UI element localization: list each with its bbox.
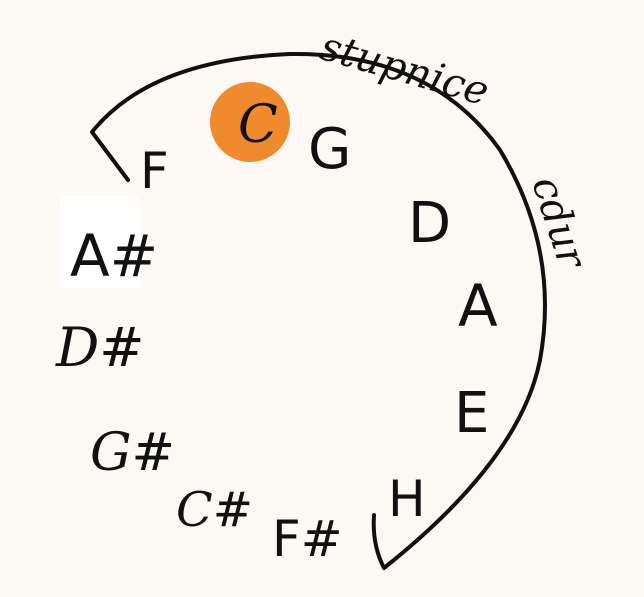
note-h: H xyxy=(388,470,426,528)
note-g: G xyxy=(308,117,351,182)
note-g-sharp: G# xyxy=(90,423,175,483)
note-a-sharp: A# xyxy=(70,222,158,290)
note-c-sharp: C# xyxy=(176,482,253,538)
note-e: E xyxy=(454,381,489,446)
note-f: F xyxy=(140,142,169,200)
note-d: D xyxy=(408,191,451,256)
note-a: A xyxy=(458,272,498,340)
note-d-sharp: D# xyxy=(55,316,145,379)
label-stupnice: stupnice xyxy=(315,23,494,115)
outer-arc xyxy=(90,51,547,570)
note-c: C xyxy=(238,95,278,155)
highlight-circle xyxy=(210,82,290,162)
note-f-sharp: F# xyxy=(272,510,343,568)
a-sharp-backdrop xyxy=(60,196,140,288)
